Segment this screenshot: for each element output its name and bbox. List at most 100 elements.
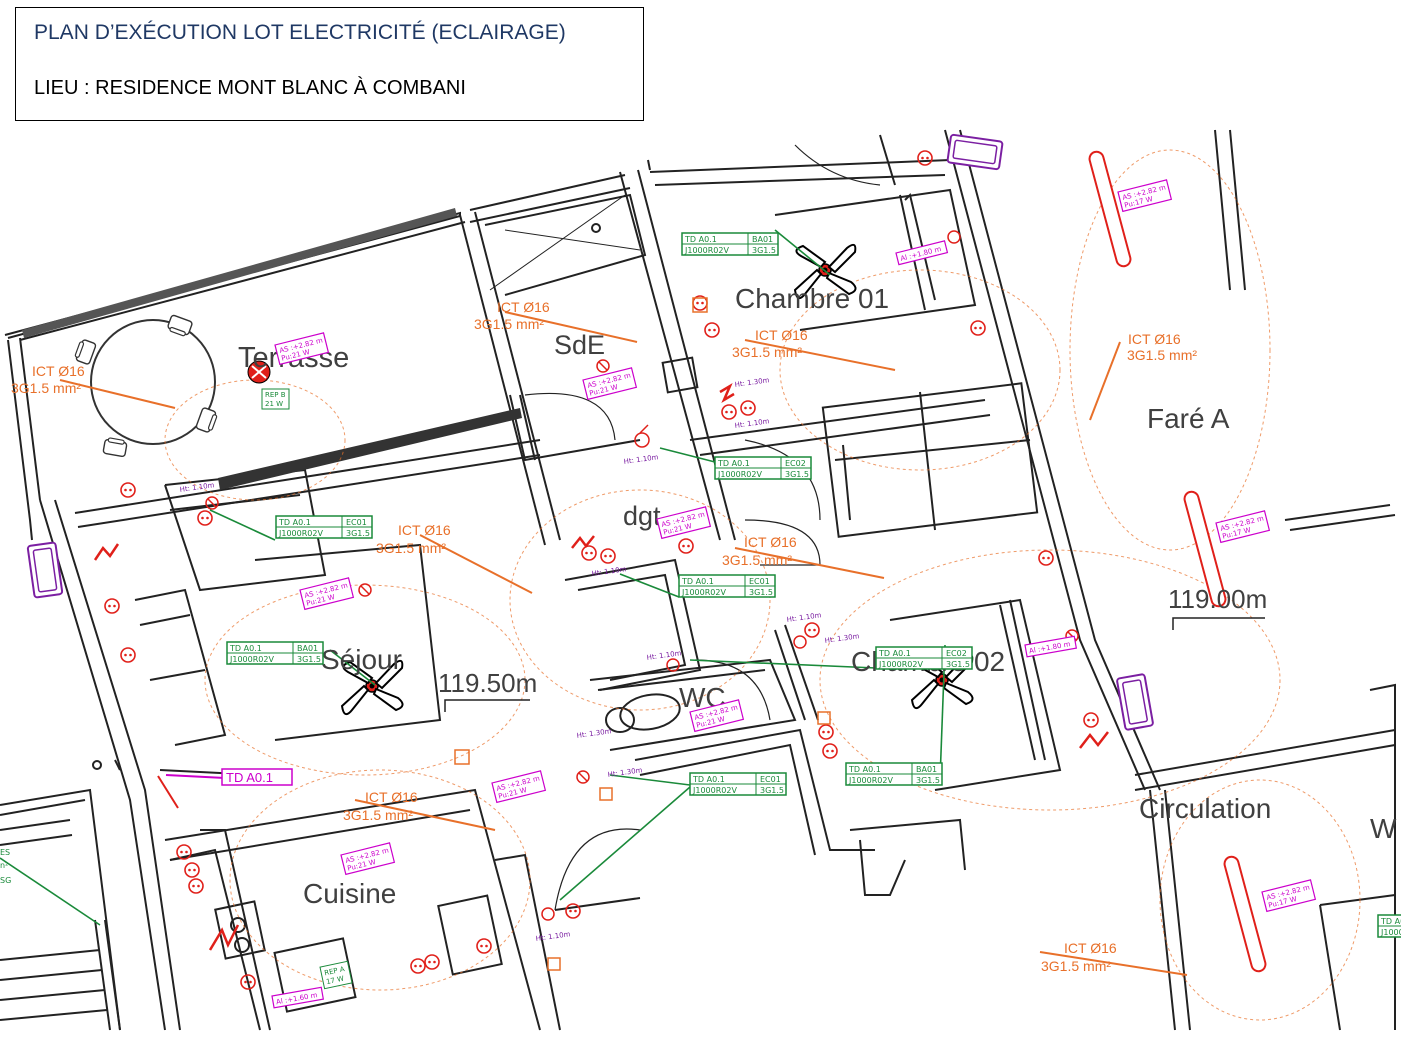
svg-text:n²: n²: [0, 861, 8, 870]
svg-text:Ht: 1.10m: Ht: 1.10m: [591, 565, 627, 578]
room-label-fare-a: Faré A: [1147, 403, 1230, 434]
svg-text:REP B: REP B: [265, 391, 286, 399]
svg-text:3G1.5 mm²: 3G1.5 mm²: [1127, 347, 1197, 363]
room-label-cuisine: Cuisine: [303, 878, 396, 909]
room-label-sde: SdE: [554, 330, 605, 360]
panel-cell: J1000R02V: [229, 655, 274, 664]
panel-cell: TD A0.1: [278, 518, 311, 527]
panel-cell: J1000R02V: [717, 470, 762, 479]
panel-cell: EC01: [760, 775, 781, 784]
luminaire-label: AS :+2.82 mPu:21 W: [582, 367, 638, 401]
panel-cell: J1000R02V: [684, 246, 729, 255]
panel-cell: BA01: [752, 235, 773, 244]
luminaire-label: AS :+2.82 mPu:21 W: [689, 699, 745, 733]
panel-cell: EC01: [749, 577, 770, 586]
luminaire-labels: AS :+2.82 mPu:21 W AS :+2.82 mPu:21 W AS :…: [271, 179, 1317, 1009]
panel-cell: J1000R02V: [681, 588, 726, 597]
room-label-w: W: [1370, 813, 1397, 844]
luminaire-label: AS :+2.82 mPu:17 W: [1117, 179, 1173, 213]
panel-cell: J1000R02V: [878, 660, 923, 669]
svg-text:21 W: 21 W: [265, 400, 283, 408]
svg-text:ICT Ø16: ICT Ø16: [32, 363, 85, 379]
svg-text:ICT Ø16: ICT Ø16: [1064, 940, 1117, 956]
light-tubes: [1088, 150, 1267, 973]
svg-text:Ht: 1.30m: Ht: 1.30m: [576, 727, 612, 740]
emergency-light-icon: [247, 360, 271, 384]
plan-location: LIEU : RESIDENCE MONT BLANC À COMBANI: [34, 77, 466, 99]
panel-cell: J1000R02V: [278, 529, 323, 538]
svg-text:3G1.5 mm²: 3G1.5 mm²: [722, 552, 792, 568]
svg-text:ES: ES: [0, 848, 10, 857]
svg-text:ICT Ø16: ICT Ø16: [755, 327, 808, 343]
ict-label: ICT Ø16 3G1.5 mm²: [1041, 940, 1117, 974]
plan-title: PLAN D’EXÉCUTION LOT ELECTRICITÉ (ECLAIR…: [34, 21, 566, 44]
svg-text:3G1.5 mm²: 3G1.5 mm²: [474, 316, 544, 332]
panel-cell: 3G1.5: [760, 786, 784, 795]
luminaire-label: AS :+2.82 mPu:21 W: [340, 842, 396, 876]
svg-text:3G1.5 mm²: 3G1.5 mm²: [1041, 958, 1111, 974]
panel-cell: TD A0.1: [848, 765, 881, 774]
panel-cell: 3G1.5: [346, 529, 370, 538]
panel-cell: J1000R02V: [1380, 928, 1401, 937]
svg-text:ICT Ø16: ICT Ø16: [398, 522, 451, 538]
svg-text:TD A0.1: TD A0.1: [226, 770, 273, 785]
terrace-railing: [22, 208, 522, 490]
terrace-table: [73, 313, 219, 458]
rep-a-label: REP A 17 W: [319, 960, 353, 990]
panel-cell: BA01: [297, 644, 318, 653]
panel-cell: 3G1.5: [749, 588, 773, 597]
rep-b-label: REP B 21 W: [261, 388, 290, 410]
panel-cell: J1000R02V: [692, 786, 737, 795]
luminaire-label: AS :+2.82 mPu:21 W: [274, 332, 330, 366]
td-label: TD A0.1: [221, 768, 293, 786]
svg-text:ICT Ø16: ICT Ø16: [497, 299, 550, 315]
svg-text:3G1.5 mm²: 3G1.5 mm²: [376, 540, 446, 556]
panel-cell: TD A0.1: [229, 644, 262, 653]
ict-label: ICT Ø16 3G1.5 mm²: [376, 522, 451, 556]
panel-cell: TD A0.1: [1380, 917, 1401, 926]
lighting-coverage: [164, 149, 1361, 1021]
panel-cell: TD A0.1: [692, 775, 725, 784]
panel-cell: EC02: [785, 459, 806, 468]
luminaire-label: AS :+2.82 mPu:17 W: [1261, 879, 1317, 913]
panel-cell: BA01: [916, 765, 937, 774]
panel-cell: TD A0.1: [878, 649, 911, 658]
room-label-circulation: Circulation: [1139, 793, 1271, 824]
level-marker-a: 119.50m: [438, 668, 537, 712]
svg-text:17 W: 17 W: [325, 974, 344, 986]
room-label-dgt: dgt: [623, 501, 661, 531]
svg-text:3G1.5 mm²: 3G1.5 mm²: [11, 380, 81, 396]
ict-label: ICT Ø16 3G1.5 mm²: [722, 534, 797, 568]
ceiling-fans: [341, 243, 974, 716]
panel-cell: J1000R02V: [848, 776, 893, 785]
panel-cell: TD A0.1: [717, 459, 750, 468]
room-label-chambre-01: Chambre 01: [735, 283, 889, 314]
panel-cell: 3G1.5: [946, 660, 970, 669]
level-marker-b: 119.00m: [1168, 584, 1267, 630]
svg-text:ICT Ø16: ICT Ø16: [744, 534, 797, 550]
svg-text:119.50m: 119.50m: [438, 668, 537, 698]
panel-cell: 3G1.5: [916, 776, 940, 785]
panel-cell: 3G1.5: [785, 470, 809, 479]
luminaire-label: AS :+2.82 mPu:17 W: [1215, 510, 1271, 544]
cable-leaders: [59, 311, 1188, 976]
title-box: PLAN D’EXÉCUTION LOT ELECTRICITÉ (ECLAIR…: [15, 7, 644, 121]
edge-text: ES n² SG: [0, 848, 11, 885]
luminaire-label: Al :+1.80 m: [1024, 635, 1078, 658]
panel-cell: EC02: [946, 649, 967, 658]
svg-text:SG: SG: [0, 876, 11, 885]
luminaire-label: AS :+2.82 mPu:21 W: [656, 506, 712, 540]
svg-text:3G1.5 mm²: 3G1.5 mm²: [732, 344, 802, 360]
